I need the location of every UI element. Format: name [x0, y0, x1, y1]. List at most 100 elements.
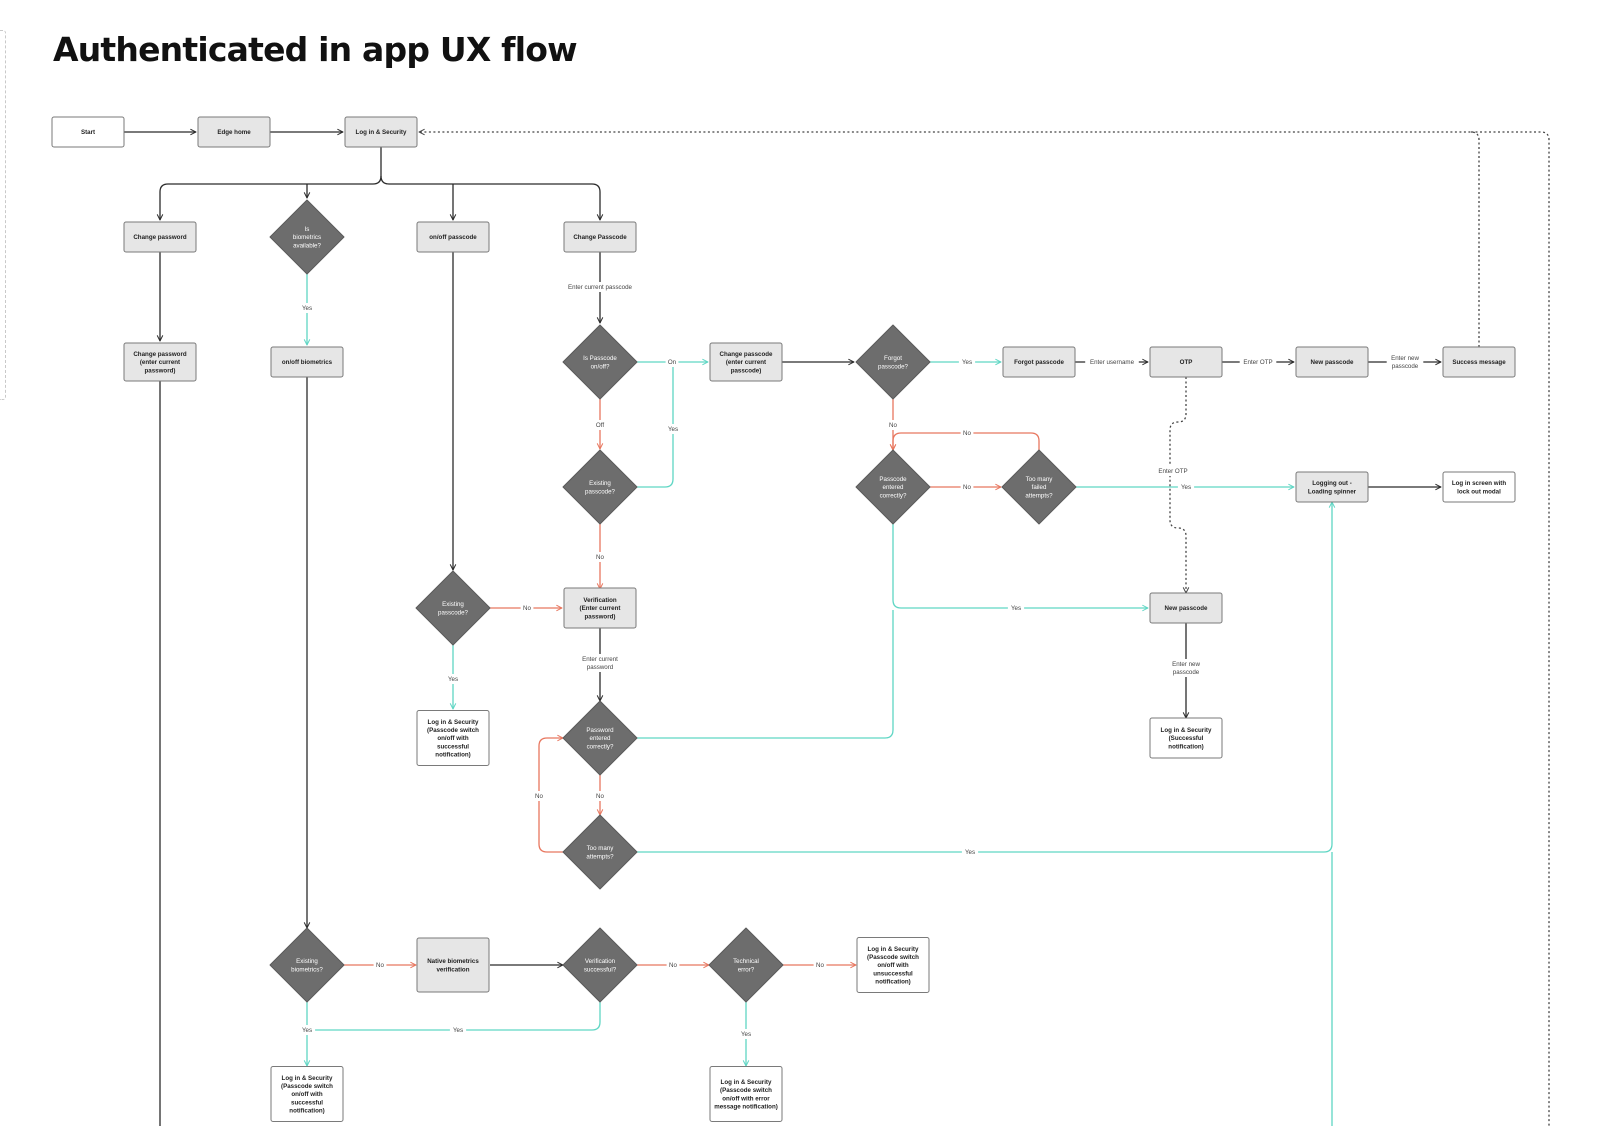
edge-dotted: [1471, 131, 1550, 1126]
edge: [380, 175, 600, 220]
process-box: [270, 346, 344, 378]
svg-text:No: No: [376, 962, 384, 969]
edge-label: Yes: [961, 847, 979, 857]
process-box: [197, 116, 271, 148]
decision-diamond: [855, 449, 931, 525]
edge-label: Yes: [737, 1029, 755, 1039]
edge-label: No: [532, 791, 546, 801]
edge-label: No: [960, 482, 974, 492]
edge-label: No: [373, 960, 387, 970]
node-label: Change password: [133, 234, 187, 241]
svg-text:No: No: [596, 554, 604, 561]
edge-label: No: [520, 603, 534, 613]
edge-yes: [637, 610, 894, 739]
edge-dotted: [419, 132, 1480, 347]
node-label: Start: [81, 129, 95, 136]
node-onoff-passcode: on/off passcode: [416, 221, 490, 253]
svg-text:Enter OTP: Enter OTP: [1243, 359, 1272, 366]
edge-label: No: [813, 960, 827, 970]
node-success-message: Success message: [1442, 346, 1516, 378]
decision-diamond: [415, 570, 491, 646]
edge-yes: [892, 524, 1148, 608]
canvas-frame-edge: [0, 30, 6, 400]
edge-label: Yes: [449, 1025, 467, 1035]
svg-text:No: No: [596, 793, 604, 800]
edge-label: No: [666, 960, 680, 970]
edge-label: Enter current passcode: [559, 282, 641, 292]
process-box: [1149, 592, 1223, 624]
node-start: Start: [51, 116, 125, 148]
decision-diamond: [562, 449, 638, 525]
edge-label: Yes: [444, 674, 462, 684]
svg-text:Yes: Yes: [1181, 484, 1191, 491]
node-change-password: Change password: [123, 221, 197, 253]
decision-diamond: [562, 324, 638, 400]
edge-label: Yes: [1177, 482, 1195, 492]
edge-label: On: [665, 357, 679, 367]
page-title: Authenticated in app UX flow: [53, 30, 578, 69]
process-box: [856, 937, 930, 993]
process-box: [123, 342, 197, 382]
svg-text:Off: Off: [596, 422, 604, 429]
edge-label: Yes: [298, 1025, 316, 1035]
decision-diamond: [562, 814, 638, 890]
edge-yes: [637, 502, 1332, 853]
svg-text:Yes: Yes: [448, 676, 458, 683]
decision-diamond: [562, 700, 638, 776]
svg-text:No: No: [963, 484, 971, 491]
process-box: [416, 710, 490, 766]
decision-diamond: [1001, 449, 1077, 525]
process-box: [123, 221, 197, 253]
svg-text:No: No: [523, 605, 531, 612]
svg-text:Yes: Yes: [453, 1027, 463, 1034]
node-label: Log in & Security: [356, 129, 407, 136]
node-change-passcode: Change Passcode: [563, 221, 637, 253]
edge-label: No: [960, 428, 974, 438]
node-otp: OTP: [1149, 346, 1223, 378]
edge-label: Off: [591, 420, 609, 430]
edge-yes: [307, 1002, 601, 1031]
process-box: [709, 1066, 783, 1122]
process-box: [1442, 471, 1516, 503]
edge-yes: [637, 362, 674, 488]
svg-text:Yes: Yes: [965, 849, 975, 856]
svg-text:Yes: Yes: [1011, 605, 1021, 612]
process-box: [1295, 346, 1369, 378]
edge-label: Yes: [664, 424, 682, 434]
node-forgot-passcode: Forgot passcode: [1002, 346, 1076, 378]
process-box: [270, 1066, 344, 1122]
process-box: [344, 116, 418, 148]
